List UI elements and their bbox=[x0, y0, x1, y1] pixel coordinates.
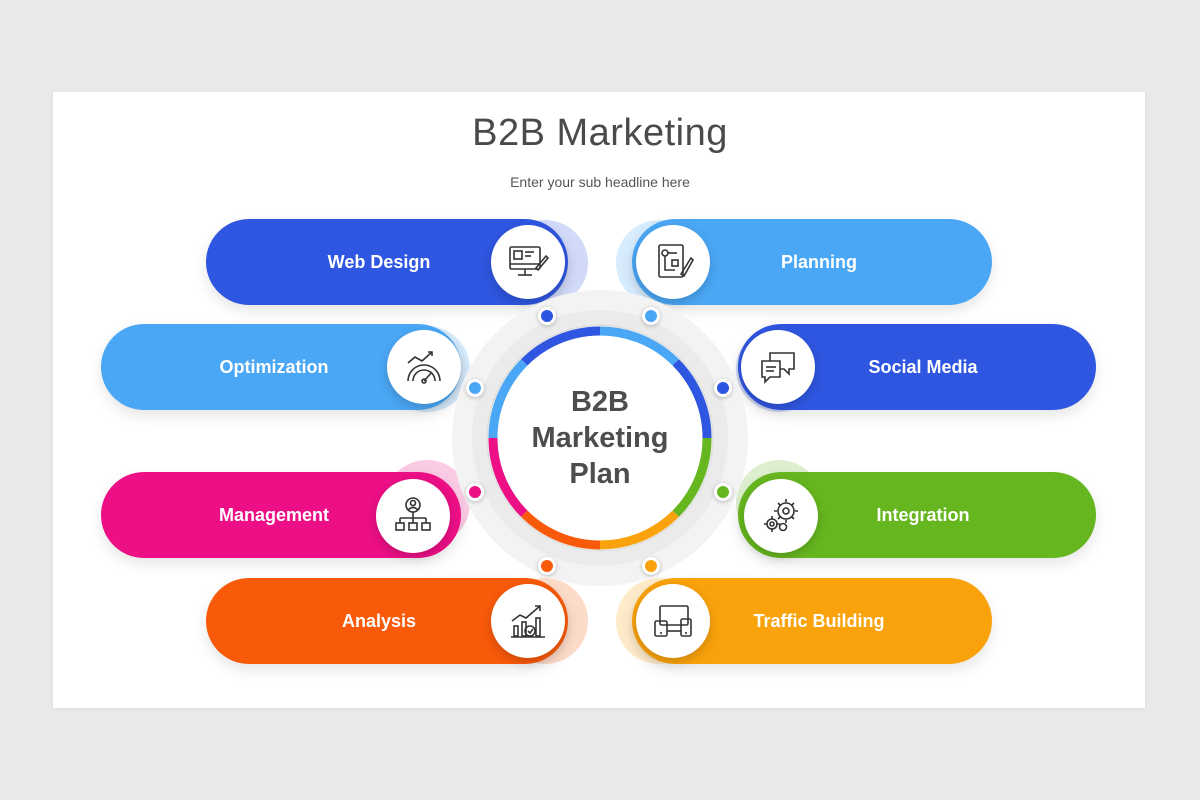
web-design-label: Web Design bbox=[327, 252, 431, 272]
growth-chart-icon bbox=[491, 584, 565, 658]
devices-icon bbox=[636, 584, 710, 658]
planning-icon bbox=[636, 225, 710, 299]
management-label: Management bbox=[218, 505, 330, 525]
optimization-label: Optimization bbox=[219, 357, 329, 377]
center-ring bbox=[452, 290, 748, 586]
org-chart-icon bbox=[376, 479, 450, 553]
center-title: B2B Marketing Plan bbox=[510, 384, 690, 492]
social-media-dot bbox=[714, 379, 732, 397]
planning-dot bbox=[642, 307, 660, 325]
web-design-dot bbox=[538, 307, 556, 325]
slide-title: B2B Marketing bbox=[472, 112, 728, 154]
gears-icon bbox=[744, 479, 818, 553]
analysis-dot bbox=[538, 557, 556, 575]
analysis-label: Analysis bbox=[341, 611, 417, 631]
integration-dot bbox=[714, 483, 732, 501]
speedometer-icon bbox=[387, 330, 461, 404]
optimization-dot bbox=[466, 379, 484, 397]
traffic-building-label: Traffic Building bbox=[753, 611, 885, 631]
integration-label: Integration bbox=[876, 505, 970, 525]
traffic-building-dot bbox=[642, 557, 660, 575]
management-dot bbox=[466, 483, 484, 501]
slide-subtitle: Enter your sub headline here bbox=[510, 174, 690, 190]
center-line-2: Marketing bbox=[531, 422, 669, 454]
web-design-icon bbox=[491, 225, 565, 299]
center-line-3: Plan bbox=[569, 458, 631, 490]
social-media-label: Social Media bbox=[868, 357, 978, 377]
chat-bubbles-icon bbox=[741, 330, 815, 404]
planning-label: Planning bbox=[781, 252, 857, 272]
center-line-1: B2B bbox=[570, 386, 629, 418]
